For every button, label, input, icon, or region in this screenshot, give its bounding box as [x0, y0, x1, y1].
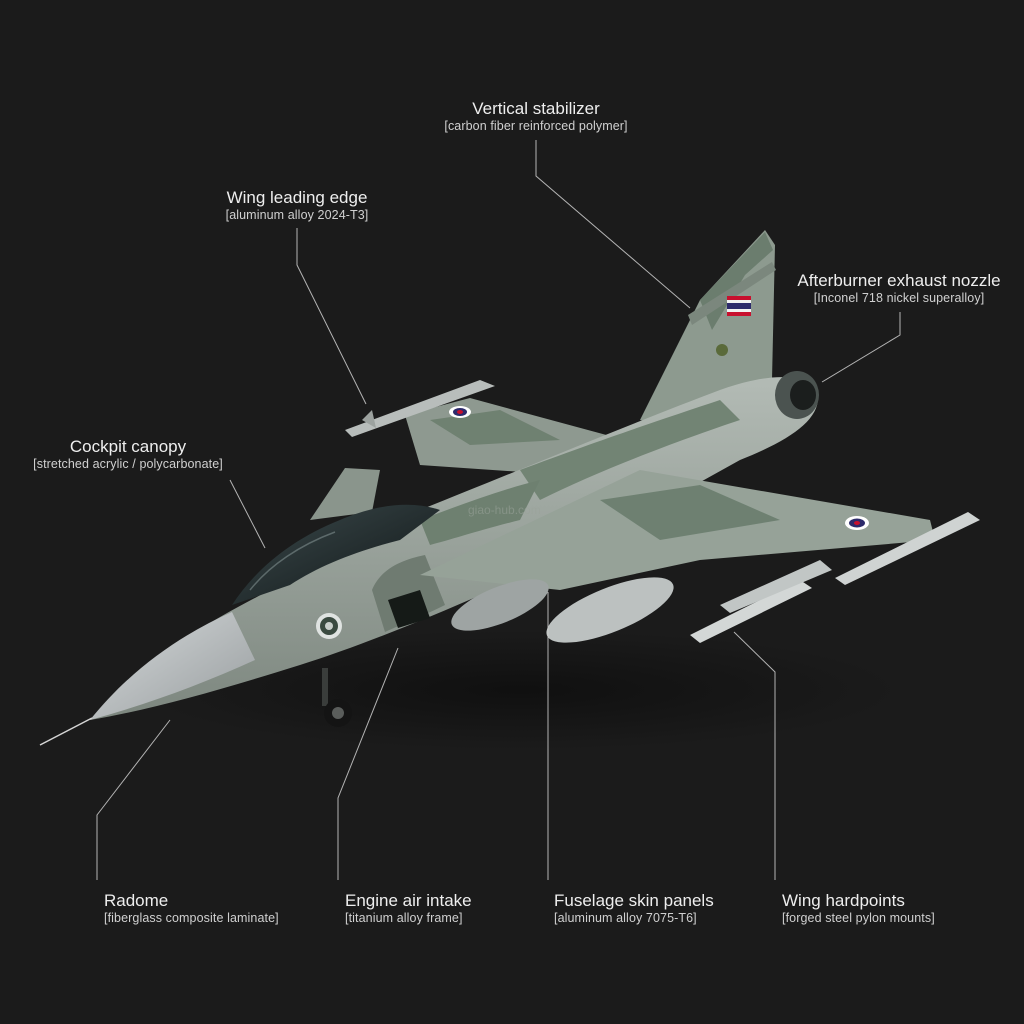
label-title: Engine air intake: [345, 891, 472, 910]
watermark: giao-hub.com: [468, 503, 541, 517]
radome: [90, 612, 255, 720]
label-material: [aluminum alloy 7075-T6]: [554, 911, 697, 926]
intake-opening: [388, 590, 430, 628]
stabilizer-antenna: [688, 262, 776, 325]
roundel-left-wing-icon: [449, 406, 471, 418]
label-title: Afterburner exhaust nozzle: [797, 271, 1001, 290]
fuselage-camo-patch: [420, 480, 540, 545]
aircraft: [39, 230, 980, 746]
label-material: [fiberglass composite laminate]: [104, 911, 279, 926]
right-wing-camo: [600, 485, 780, 540]
drop-tank-inner: [451, 579, 549, 631]
label-title: Vertical stabilizer: [472, 99, 600, 118]
roundel-fuselage-icon: [316, 613, 342, 639]
leader-afterburner: [821, 312, 901, 383]
label-fuselage-skin: Fuselage skin panels [aluminum alloy 707…: [554, 890, 714, 927]
cockpit-canopy: [232, 504, 440, 605]
label-material: [forged steel pylon mounts]: [782, 911, 935, 926]
label-engine-air-intake: Engine air intake [titanium alloy frame]: [345, 890, 472, 927]
thai-flag-icon: [727, 296, 751, 316]
label-title: Radome: [104, 891, 169, 910]
leader-cockpit-canopy: [229, 479, 266, 549]
label-material: [aluminum alloy 2024-T3]: [225, 208, 369, 223]
canopy-frame: [249, 531, 336, 591]
label-title: Fuselage skin panels: [554, 891, 714, 910]
drop-tank-center: [546, 577, 674, 643]
label-cockpit-canopy: Cockpit canopy [stretched acrylic / poly…: [33, 436, 223, 473]
landing-gear: [322, 668, 352, 727]
label-title: Wing leading edge: [226, 188, 368, 207]
leader-wing-leading-edge: [296, 228, 367, 405]
label-vertical-stabilizer: Vertical stabilizer [carbon fiber reinfo…: [444, 98, 627, 135]
leader-wing-hardpoints: [733, 631, 776, 880]
left-canard: [310, 468, 380, 520]
left-wing-camo: [430, 410, 560, 445]
roundel-right-wing-icon: [845, 516, 869, 530]
label-title: Wing hardpoints: [782, 891, 905, 910]
missile-pylon-inner: [690, 580, 812, 643]
missile-left-wingtip: [345, 380, 495, 437]
label-title: Cockpit canopy: [69, 437, 187, 456]
label-material: [stretched acrylic / polycarbonate]: [33, 457, 223, 472]
nozzle-interior: [790, 380, 816, 410]
leader-lines: [96, 140, 901, 880]
leader-radome: [96, 719, 171, 880]
leader-vertical-stabilizer: [535, 140, 691, 309]
squadron-emblem-icon: [716, 344, 728, 356]
label-material: [titanium alloy frame]: [345, 911, 463, 926]
label-material: [carbon fiber reinforced polymer]: [444, 119, 628, 134]
leader-engine-air-intake: [337, 647, 399, 880]
missile-pylon-mid: [720, 560, 832, 613]
missile-fin: [362, 410, 376, 428]
missile-right-wingtip: [835, 512, 980, 585]
label-radome: Radome [fiberglass composite laminate]: [104, 890, 279, 927]
label-wing-leading-edge: Wing leading edge [aluminum alloy 2024-T…: [226, 187, 369, 224]
label-afterburner: Afterburner exhaust nozzle [Inconel 718 …: [797, 270, 1000, 307]
label-wing-hardpoints: Wing hardpoints [forged steel pylon moun…: [782, 890, 935, 927]
fuselage: [90, 377, 819, 720]
label-material: [Inconel 718 nickel superalloy]: [813, 291, 985, 306]
pitot-probe: [39, 717, 93, 746]
fuselage-camo-stripe: [520, 400, 740, 500]
